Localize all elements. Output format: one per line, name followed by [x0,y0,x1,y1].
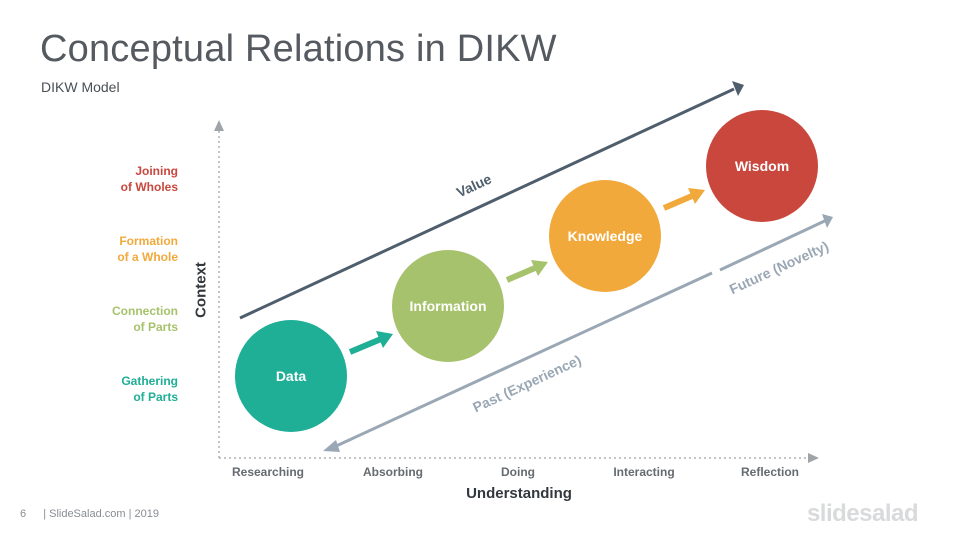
x-tick-reflection: Reflection [740,465,799,479]
y-level-connection-of-parts: Connection of Parts [112,304,178,334]
y-axis [214,120,224,458]
stage-information-label: Information [410,298,487,314]
stage-data-label: Data [276,368,307,384]
past-experience-label: Past (Experience) [470,352,583,416]
stage-wisdom-label: Wisdom [735,158,789,174]
x-tick-doing: Doing [501,465,535,479]
arrow-knowledge-to-wisdom [662,188,705,211]
value-arrow [239,81,744,320]
footer-text: | SlideSalad.com | 2019 [43,508,159,520]
page-number: 6 [20,508,27,520]
y-level-formation-of-a-whole: Formation of a Whole [117,234,178,264]
y-level-joining-of-wholes: Joining of Wholes [120,164,178,194]
x-tick-researching: Researching [231,465,305,479]
brand-logo: slidesalad [806,500,919,527]
stage-information-circle [392,250,504,362]
stage-knowledge-circle [549,180,661,292]
arrow-data-to-information [348,331,393,355]
stage-knowledge-label: Knowledge [568,228,643,244]
footer: 6 | SlideSalad.com | 2019 [20,508,159,520]
time-arrow [323,214,833,452]
value-label: Value [454,170,494,200]
x-axis-title: Understanding [466,485,572,502]
x-axis [219,453,819,463]
arrow-information-to-knowledge [505,260,548,283]
stage-data-circle [235,320,347,432]
slide-title: Conceptual Relations in DIKW [40,28,557,70]
slide-subtitle: DIKW Model [41,79,120,95]
x-tick-interacting: Interacting [613,465,675,479]
y-level-gathering-of-parts: Gathering of Parts [121,374,178,404]
x-tick-absorbing: Absorbing [363,465,423,479]
stage-wisdom-circle [706,110,818,222]
future-novelty-label: Future (Novelty) [727,238,831,298]
